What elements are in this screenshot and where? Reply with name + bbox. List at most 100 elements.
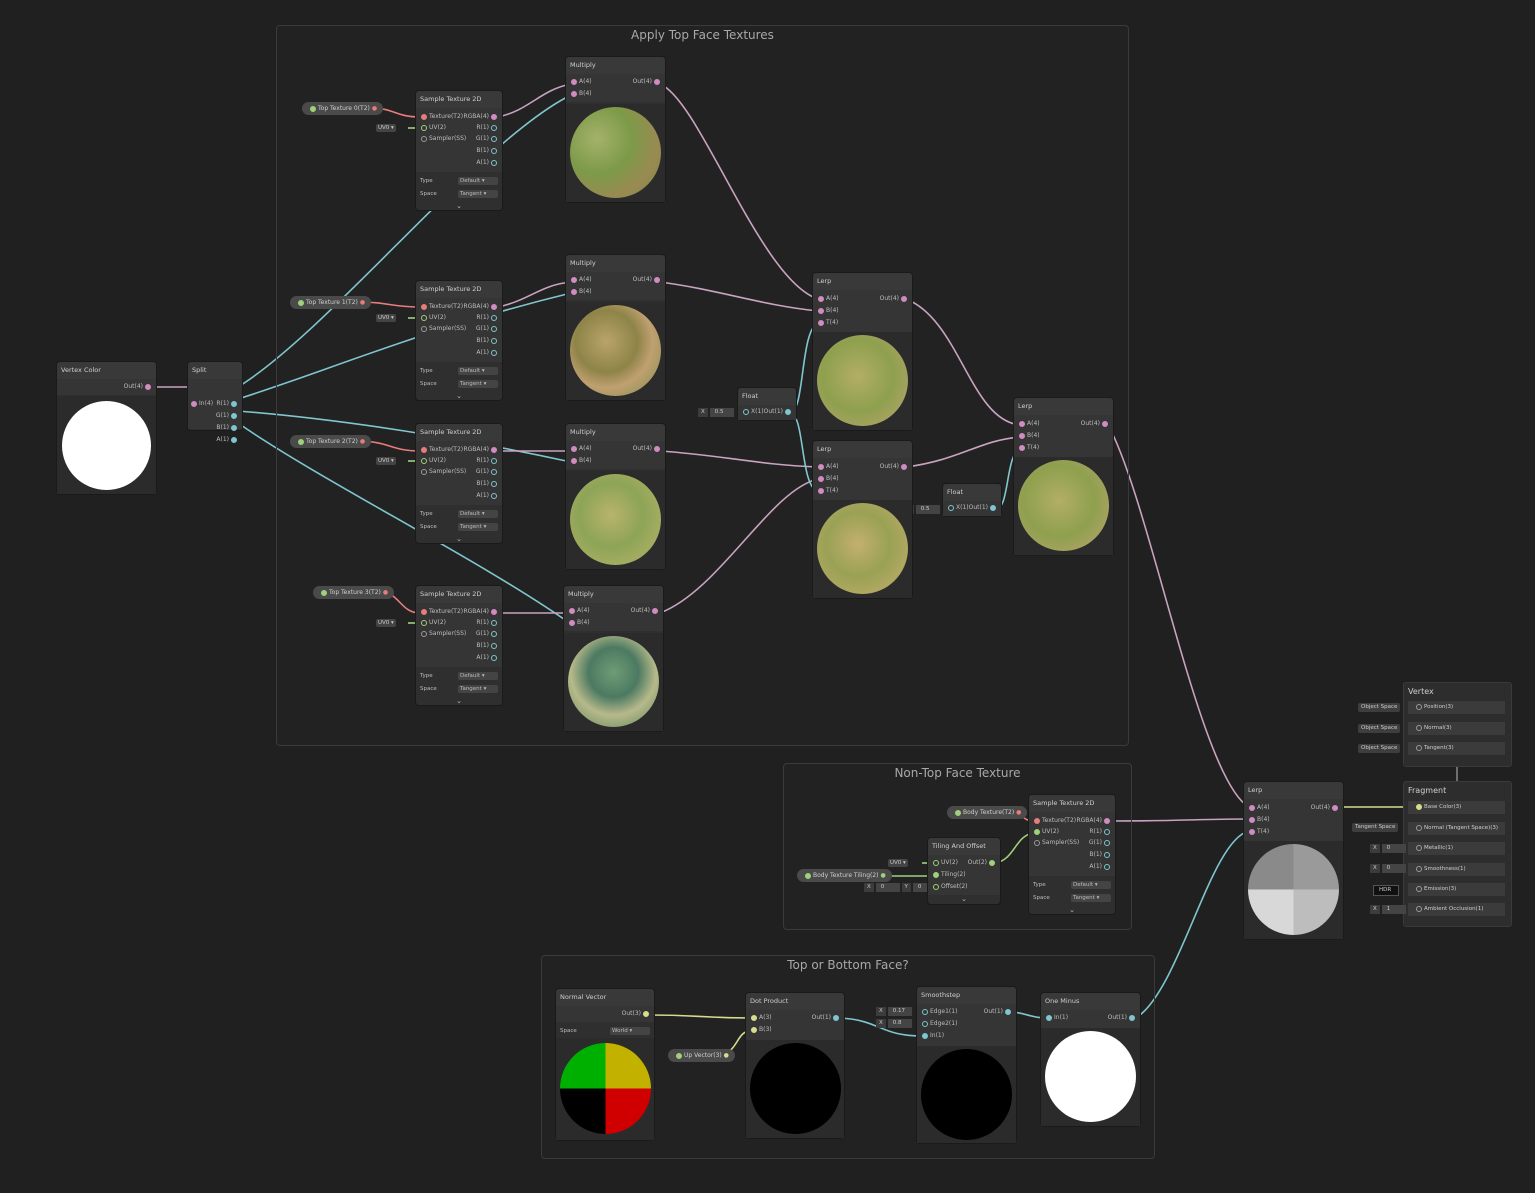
input-port[interactable]: In(4): [189, 399, 213, 409]
output-port-rgba[interactable]: RGBA(4): [463, 302, 499, 312]
output-port-g[interactable]: G(1): [476, 629, 499, 639]
input-port-a[interactable]: A(4): [1247, 803, 1270, 813]
input-port[interactable]: In(1): [1044, 1013, 1068, 1023]
input-port-t[interactable]: T(4): [1247, 827, 1269, 837]
output-port-b[interactable]: B(1): [476, 336, 499, 346]
one-minus-node[interactable]: One Minus In(1) Out(1): [1041, 993, 1140, 1126]
input-port-uv[interactable]: UV(2): [931, 858, 958, 868]
property-body-texture[interactable]: Body Texture(T2) ●: [947, 806, 1028, 819]
output-port[interactable]: Out(4): [633, 77, 662, 87]
output-port-b[interactable]: B(1): [476, 641, 499, 651]
output-port[interactable]: Out(4): [1081, 419, 1110, 429]
normal-tangent-space-field[interactable]: Tangent Space: [1352, 823, 1399, 832]
input-port-edge2[interactable]: Edge2(1): [920, 1019, 957, 1029]
lerp-node-final[interactable]: Lerp A(4) B(4) T(4) Out(4): [1244, 782, 1343, 939]
output-port-rgba[interactable]: RGBA(4): [463, 112, 499, 122]
output-port-a[interactable]: A(1): [476, 348, 499, 358]
chevron-down-icon[interactable]: ⌄: [1069, 906, 1075, 914]
chevron-down-icon[interactable]: ⌄: [456, 392, 462, 400]
output-port-rgba[interactable]: RGBA(4): [463, 607, 499, 617]
float-node-0[interactable]: Float X(1) Out(1): [738, 388, 796, 420]
output-port-r[interactable]: R(1): [216, 399, 239, 409]
output-port-b[interactable]: B(1): [216, 423, 239, 433]
input-port-b[interactable]: B(4): [1017, 431, 1040, 441]
uv-dropdown[interactable]: UV0 ▾: [888, 859, 908, 867]
output-port[interactable]: Out(4): [880, 294, 909, 304]
tiling-and-offset-node[interactable]: Tiling And Offset UV(2) Tiling(2) Offset…: [928, 838, 1000, 904]
input-port-a[interactable]: A(4): [569, 77, 592, 87]
block-position[interactable]: Position(3): [1408, 701, 1505, 714]
output-port-r[interactable]: R(1): [476, 618, 499, 628]
output-port-a[interactable]: A(1): [476, 158, 499, 168]
input-port-sampler[interactable]: Sampler(SS): [1032, 838, 1079, 848]
sample-texture-2d-node-1[interactable]: Sample Texture 2D Texture(T2) UV(2) Samp…: [416, 281, 502, 400]
block-emission[interactable]: Emission(3): [1408, 883, 1505, 896]
sample-texture-2d-node-2[interactable]: Sample Texture 2D Texture(T2) UV(2) Samp…: [416, 424, 502, 543]
normal-space-field[interactable]: Object Space: [1358, 724, 1401, 733]
input-port-a[interactable]: A(4): [569, 444, 592, 454]
multiply-node-3[interactable]: Multiply A(4) B(4) Out(4): [564, 586, 663, 731]
input-port-sampler[interactable]: Sampler(SS): [419, 324, 466, 334]
input-port-t[interactable]: T(4): [816, 486, 838, 496]
output-port-b[interactable]: B(1): [476, 146, 499, 156]
input-port-b[interactable]: B(4): [569, 456, 592, 466]
output-port-rgba[interactable]: RGBA(4): [463, 445, 499, 455]
multiply-node-2[interactable]: Multiply A(4) B(4) Out(4): [566, 424, 665, 569]
sample-texture-2d-node-3[interactable]: Sample Texture 2D Texture(T2) UV(2) Samp…: [416, 586, 502, 705]
chevron-down-icon[interactable]: ⌄: [456, 202, 462, 210]
output-port-g[interactable]: G(1): [216, 411, 239, 421]
fragment-context[interactable]: Fragment Base Color(3) Normal (Tangent S…: [1403, 781, 1512, 927]
float-node-1[interactable]: Float X(1) Out(1): [943, 484, 1001, 516]
property-top-texture-3[interactable]: Top Texture 3(T2) ●: [313, 586, 395, 599]
block-tangent[interactable]: Tangent(3): [1408, 742, 1505, 755]
smoothstep-node[interactable]: Smoothstep Edge1(1) Edge2(1) In(1) Out(1…: [917, 987, 1016, 1143]
input-port-a[interactable]: A(4): [569, 275, 592, 285]
block-ambient-occlusion[interactable]: Ambient Occlusion(1): [1408, 903, 1505, 916]
group-top-or-bottom[interactable]: Top or Bottom Face?: [541, 955, 1155, 1159]
uv-dropdown[interactable]: UV0 ▾: [376, 457, 396, 465]
uv-dropdown[interactable]: UV0 ▾: [376, 124, 396, 132]
uv-dropdown[interactable]: UV0 ▾: [376, 619, 396, 627]
group-apply-top-face[interactable]: Apply Top Face Textures: [276, 25, 1129, 746]
output-port-rgba[interactable]: RGBA(4): [1076, 816, 1112, 826]
multiply-node-1[interactable]: Multiply A(4) B(4) Out(4): [566, 255, 665, 400]
property-top-texture-2[interactable]: Top Texture 2(T2) ●: [290, 435, 372, 448]
output-port[interactable]: Out(1): [969, 503, 998, 513]
output-port-a[interactable]: A(1): [1089, 862, 1112, 872]
uv-dropdown[interactable]: UV0 ▾: [376, 314, 396, 322]
output-port-g[interactable]: G(1): [476, 467, 499, 477]
input-port[interactable]: X(1): [946, 503, 969, 513]
property-top-texture-1[interactable]: Top Texture 1(T2) ●: [290, 296, 372, 309]
output-port[interactable]: Out(3): [622, 1009, 651, 1019]
output-port-g[interactable]: G(1): [476, 134, 499, 144]
lerp-node-1[interactable]: Lerp A(4) B(4) T(4) Out(4): [813, 441, 912, 598]
vertex-color-node[interactable]: Vertex Color Out(4): [57, 362, 156, 494]
output-port-a[interactable]: A(1): [476, 653, 499, 663]
output-port[interactable]: Out(1): [764, 407, 793, 417]
input-port-a[interactable]: A(4): [816, 294, 839, 304]
input-port-uv[interactable]: UV(2): [1032, 827, 1059, 837]
output-port-b[interactable]: B(1): [476, 479, 499, 489]
multiply-node-0[interactable]: Multiply A(4) B(4) Out(4): [566, 57, 665, 202]
input-port-sampler[interactable]: Sampler(SS): [419, 134, 466, 144]
output-port[interactable]: Out(4): [1311, 803, 1340, 813]
input-port-t[interactable]: T(4): [1017, 443, 1039, 453]
input-port-a[interactable]: A(4): [567, 606, 590, 616]
block-smoothness[interactable]: Smoothness(1): [1408, 863, 1505, 876]
input-port-b[interactable]: B(4): [1247, 815, 1270, 825]
tangent-space-field[interactable]: Object Space: [1358, 744, 1401, 753]
block-metallic[interactable]: Metallic(1): [1408, 842, 1505, 855]
property-top-texture-0[interactable]: Top Texture 0(T2) ●: [302, 102, 384, 115]
input-port-in[interactable]: In(1): [920, 1031, 944, 1041]
